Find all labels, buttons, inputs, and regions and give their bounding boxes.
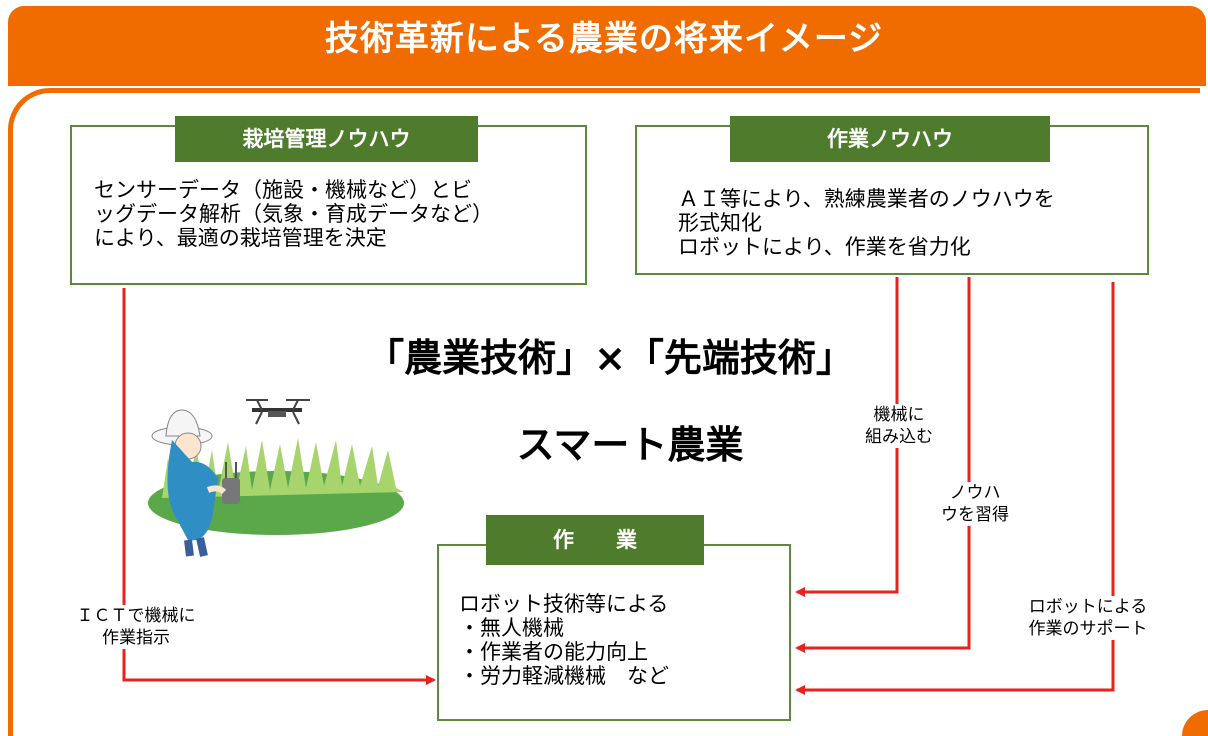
title-banner (8, 6, 1206, 86)
support-label: ロボットによる 作業のサポート (995, 596, 1181, 640)
work-text: ロボット技術等による ・無人機械 ・作業者の能力向上 ・労力軽減機械 など (459, 592, 669, 688)
work-heading: 作 業 (486, 515, 704, 565)
cultivation-box (70, 125, 587, 285)
cultivation-heading: 栽培管理ノウハウ (175, 116, 478, 162)
support-arrow (795, 282, 1115, 695)
drone-icon (246, 399, 310, 425)
cultivation-text: センサーデータ（施設・機械など）とビ ッグデータ解析（気象・育成データなど） に… (94, 178, 493, 250)
smart-agriculture-text: スマート農業 (516, 423, 744, 467)
farmer-drone-illustration (148, 399, 404, 557)
learn-label: ノウハ ウを習得 (935, 482, 1015, 526)
ict-arrow (122, 288, 436, 685)
content-frame (8, 88, 1200, 736)
embed-arrow (795, 277, 899, 597)
page-title: 技術革新による農業の将来イメージ (324, 19, 884, 59)
ict-label: ＩＣＴで機械に 作業指示 (46, 605, 226, 649)
learn-arrow (795, 277, 971, 653)
embed-label: 機械に 組み込む (834, 404, 964, 448)
work-knowhow-text: ＡＩ等により、熟練農業者のノウハウを 形式知化 ロボットにより、作業を省力化 (678, 187, 1055, 259)
work-knowhow-heading: 作業ノウハウ (730, 116, 1050, 162)
farmer-icon (151, 409, 240, 557)
equation-text: 「農業技術」×「先端技術」 (366, 336, 854, 380)
